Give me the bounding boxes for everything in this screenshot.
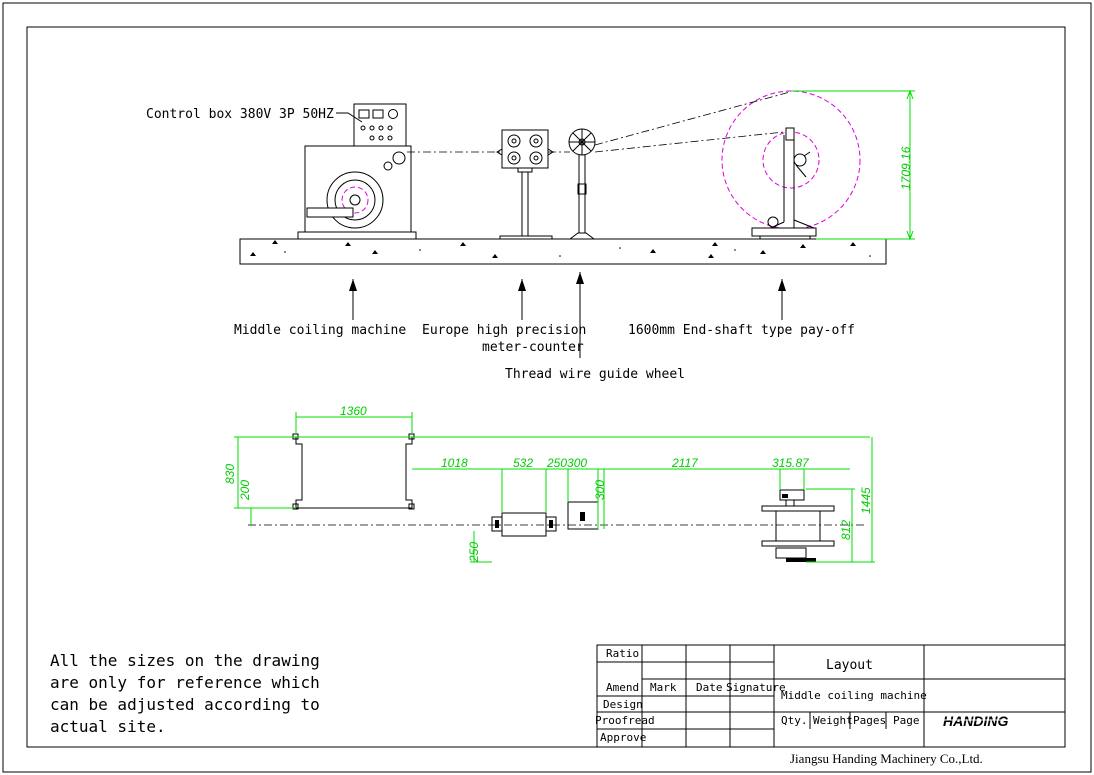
height-dimension	[791, 89, 915, 241]
dim-1360: 1360	[340, 404, 367, 418]
dim-2117: 2117	[671, 456, 699, 470]
control-box-label: Control box 380V 3P 50HZ	[146, 107, 334, 122]
pay-off-footprint	[761, 489, 835, 562]
note-line-2: are only for reference which	[50, 673, 320, 692]
tb-mark: Mark	[650, 681, 677, 694]
tb-amend: Amend	[606, 681, 639, 694]
tb-signature: Signature	[726, 681, 786, 694]
note: All the sizes on the drawing are only fo…	[50, 651, 320, 736]
label-pay-off: 1600mm End-shaft type pay-off	[628, 323, 855, 338]
tb-subtitle: Middle coiling machine	[781, 689, 927, 702]
coiler-body	[304, 145, 412, 233]
note-line-4: actual site.	[50, 717, 166, 736]
max-reel-outline	[721, 90, 861, 230]
dim-1445: 1445	[859, 487, 873, 514]
coiling-drum	[326, 171, 384, 229]
tb-ratio: Ratio	[606, 647, 639, 660]
dim-300: 300	[593, 480, 607, 500]
dim-315: 315.87	[772, 456, 810, 470]
label-guide-wheel: Thread wire guide wheel	[505, 367, 685, 382]
floor-hatch	[250, 240, 871, 258]
tb-pages: Pages	[853, 714, 886, 727]
tb-page: Page	[893, 714, 920, 727]
floor-slab	[239, 238, 887, 265]
meter-counter	[496, 129, 554, 240]
tb-title: Layout	[826, 658, 873, 673]
label-meter-counter-1: Europe high precision	[422, 323, 586, 338]
note-line-1: All the sizes on the drawing	[50, 651, 320, 670]
guide-wheel	[568, 128, 596, 240]
elevation-view: 1709.16 Control box 380V 3P 50HZ Middle …	[146, 89, 915, 382]
title-block: Ratio Amend Mark Date Signature Design P…	[595, 644, 1066, 766]
label-middle-coiling: Middle coiling machine	[234, 323, 406, 338]
control-box	[353, 103, 407, 147]
tb-weight: Weight	[813, 714, 853, 727]
dim-830: 830	[223, 464, 237, 484]
dim-250: 250	[467, 542, 481, 563]
tb-proofread: Proofread	[595, 714, 655, 727]
plan-dimensions	[234, 412, 875, 563]
dim-812: 812	[839, 520, 853, 540]
coiler-footprint	[295, 436, 413, 509]
tb-date: Date	[696, 681, 723, 694]
wire-path	[407, 91, 791, 153]
note-line-3: can be adjusted according to	[50, 695, 320, 714]
label-arrows	[349, 272, 786, 358]
plan-view: 1360 830 200 1018 532 250300 300 2117 31…	[223, 404, 875, 563]
dim-200: 200	[238, 480, 252, 501]
label-meter-counter-2: meter-counter	[482, 340, 584, 355]
dim-height-label: 1709.16	[899, 146, 913, 190]
inner-border	[26, 26, 1066, 748]
tb-company: Jiangsu Handing Machinery Co.,Ltd.	[790, 751, 983, 766]
pay-off-stand	[721, 90, 861, 240]
dim-250300: 250300	[546, 456, 587, 470]
tb-approve: Approve	[600, 731, 646, 744]
tb-design: Design	[603, 698, 643, 711]
tb-logo: HANDING	[943, 713, 1008, 729]
dim-532: 532	[513, 456, 533, 470]
middle-coiling-machine	[297, 103, 417, 240]
tb-qty: Qty.	[781, 714, 808, 727]
meter-counter-footprint	[501, 512, 547, 537]
dim-1018: 1018	[441, 456, 468, 470]
